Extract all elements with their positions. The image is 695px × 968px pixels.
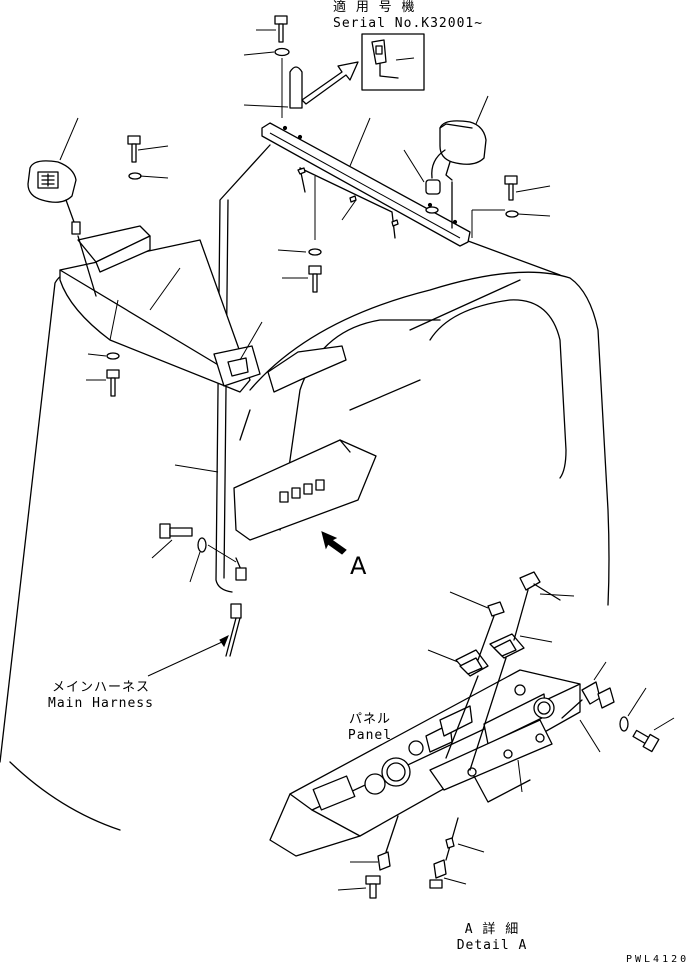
work-lamp-left [27,117,97,297]
pillar-bolt [151,523,237,583]
bolt-right [471,175,551,238]
detail-switches [427,571,575,771]
panel-label-en: Panel [347,728,393,743]
view-arrow-label: A [350,552,367,580]
main-harness-label-en: Main Harness [48,696,154,711]
screws-mid [277,117,399,293]
view-arrow-a [321,531,347,555]
panel-label-jp: パネル [348,712,391,727]
main-harness-connector [147,603,242,677]
serial-label-en: Serial No.K32001~ [333,16,484,31]
serial-inset-arrow [301,61,359,105]
cab-outline [0,144,610,831]
front-light-bar [59,225,347,393]
detail-bracket [561,661,675,753]
bolt-left-top [127,135,169,180]
bolt-left-low [86,352,120,397]
serial-label-jp: 適 用 号 機 [333,0,416,15]
switch-box [174,439,377,581]
drawing-code: PWL4120 [626,954,690,965]
detail-label-en: Detail A [456,938,528,953]
serial-inset-box [361,33,425,91]
bolt-stack-top [243,15,303,118]
detail-a-panel [269,669,581,857]
work-lamp-right [403,95,489,229]
main-harness-label-jp: メインハーネス [51,680,150,695]
detail-bottom-bolts [337,815,485,899]
detail-label-jp: A 詳 細 [464,922,520,937]
